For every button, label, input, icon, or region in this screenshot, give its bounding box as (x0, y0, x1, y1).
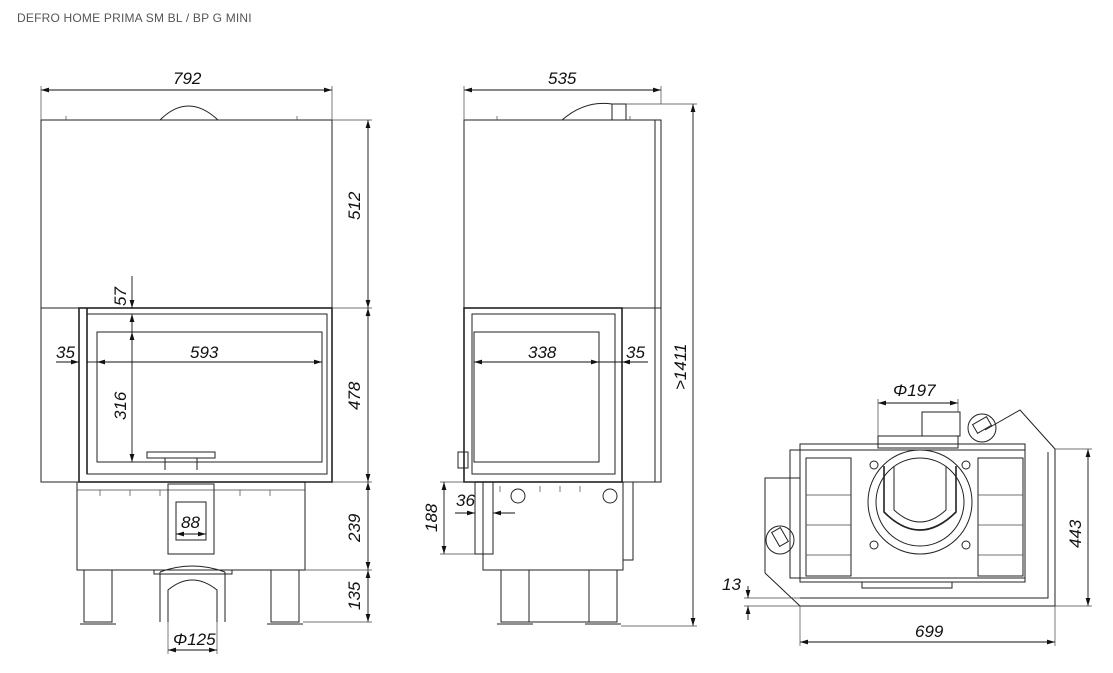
top-view (764, 409, 1056, 607)
dim-lower-height: 478 (345, 381, 364, 410)
side-dimensions: 535 >1411 338 35 36 188 (422, 69, 697, 627)
dim-left-margin: 35 (56, 343, 75, 362)
dim-side-margin: 35 (626, 343, 645, 362)
dim-top-width: 699 (915, 622, 944, 641)
dim-upper-height: 512 (345, 191, 364, 220)
dim-flue-diameter: Φ125 (173, 630, 216, 649)
dim-side-connector: 36 (456, 491, 475, 510)
dim-top-depth: 443 (1066, 519, 1085, 548)
top-dimensions: Φ197 443 699 13 (722, 381, 1092, 646)
front-dimensions: 792 512 478 239 135 57 35 593 316 88 (40, 69, 372, 654)
dim-top-gap: 57 (111, 287, 130, 306)
dim-leg-height: 135 (345, 581, 364, 610)
dim-total-height: >1411 (671, 344, 690, 390)
side-view (457, 102, 662, 625)
drawing-title: DEFRO HOME PRIMA SM BL / BP G MINI (17, 11, 252, 25)
dim-top-diameter: Φ197 (893, 381, 936, 400)
front-view (40, 105, 333, 625)
dim-base-height: 239 (345, 513, 364, 543)
dim-side-width: 535 (548, 69, 577, 88)
dim-side-connector-height: 188 (422, 503, 441, 532)
dim-top-offset: 13 (722, 575, 741, 594)
dim-front-width: 792 (173, 69, 202, 88)
dim-flue-width: 88 (181, 513, 200, 532)
dim-glass-width: 593 (190, 343, 219, 362)
dim-glass-height: 316 (111, 391, 130, 420)
dim-side-glass-width: 338 (528, 343, 557, 362)
